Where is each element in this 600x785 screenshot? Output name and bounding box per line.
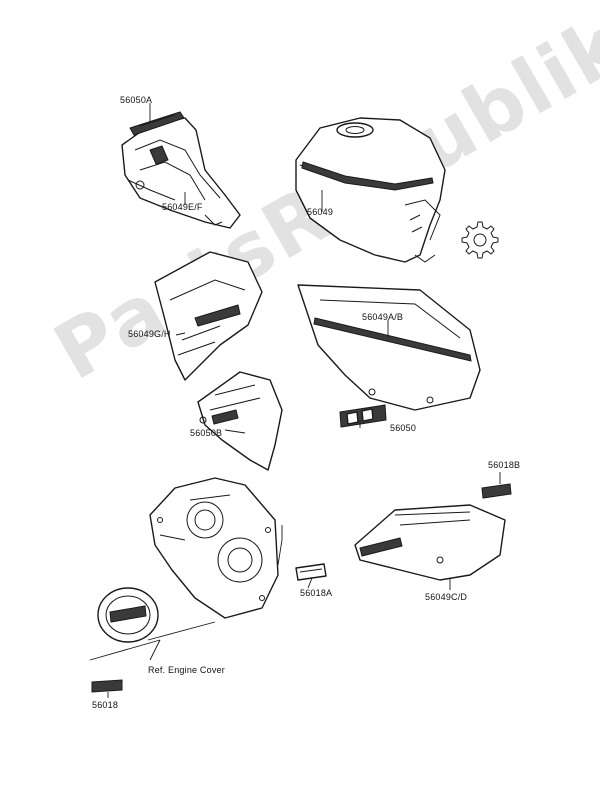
label-56050a: 56050A [120, 95, 153, 105]
label-56049gh: 56049G/H [128, 329, 171, 339]
decal-56050a [129, 111, 185, 136]
round-cover [97, 587, 159, 643]
emblem-56050 [339, 404, 387, 428]
label-56050b: 56050B [190, 428, 223, 438]
label-56049ef: 56049E/F [162, 202, 203, 212]
chain-guard [354, 504, 506, 581]
label-56049: 56049 [307, 207, 334, 217]
label-56018b: 56018B [488, 460, 521, 470]
engine-cover [149, 477, 279, 619]
gear-icon[interactable] [461, 221, 499, 259]
fuel-tank [295, 117, 446, 263]
label-56018: 56018 [92, 700, 119, 710]
label-56018a: 56018A [300, 588, 333, 598]
label-56049cd: 56049C/D [425, 592, 468, 602]
label-56049ab: 56049A/B [362, 312, 404, 322]
leader-lines [89, 103, 501, 698]
decal-56018b [481, 483, 512, 499]
upper-cowl [121, 117, 241, 229]
label-56050: 56050 [390, 423, 417, 433]
decal-56018 [91, 679, 123, 693]
side-cover [297, 284, 481, 411]
label-ref-engine-cover: Ref. Engine Cover [148, 665, 225, 675]
lower-cowl [197, 371, 283, 471]
decal-56018a [295, 563, 327, 581]
side-panel [154, 251, 263, 381]
